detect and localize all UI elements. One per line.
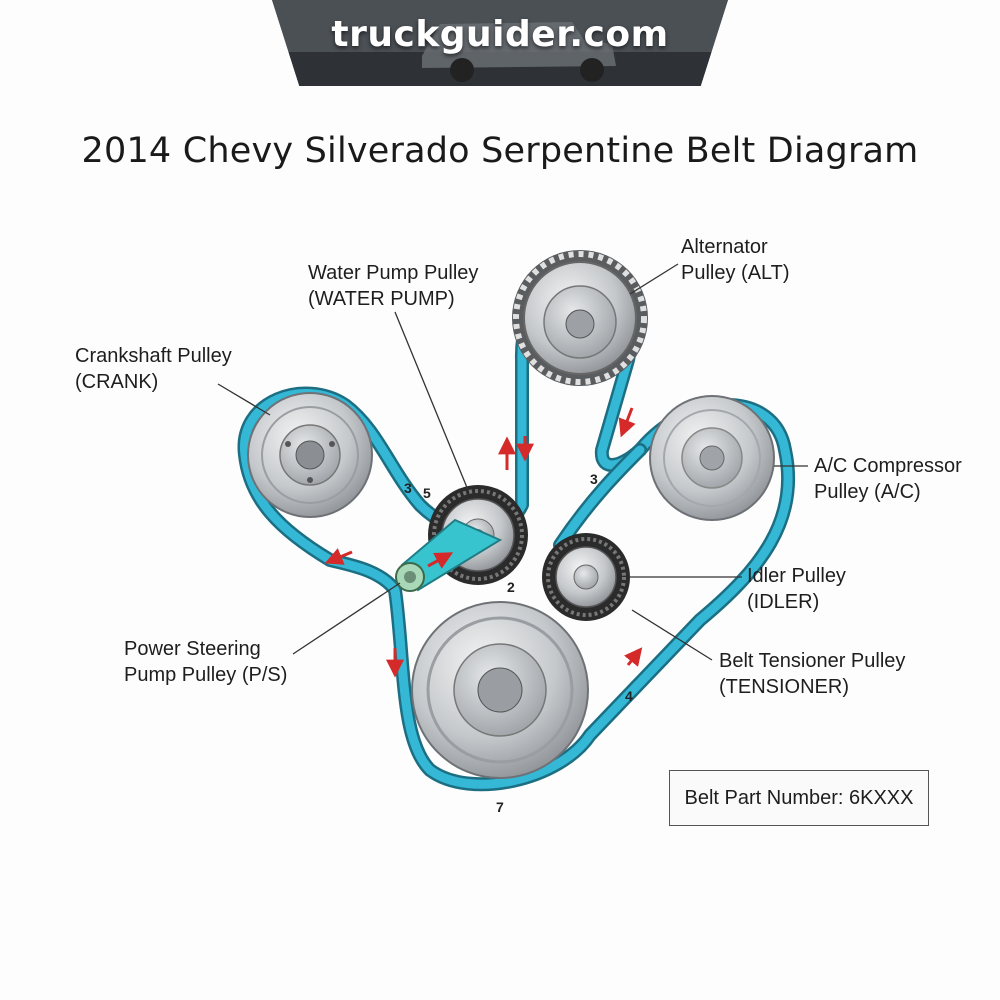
leader-lines (217, 263, 808, 661)
idler-pulley (542, 533, 630, 621)
ac-compressor-label: A/C Compressor Pulley (A/C) (814, 455, 967, 503)
arrow-down (618, 407, 636, 438)
power-steering-label: Power Steering Pump Pulley (P/S) (124, 638, 287, 686)
site-banner: truckguider.com (272, 0, 728, 86)
tensioner-pulley (411, 601, 589, 779)
diagram-title: 2014 Chevy Silverado Serpentine Belt Dia… (81, 131, 919, 171)
belt-direction-arrows (324, 407, 643, 678)
arrow-right (427, 552, 454, 569)
water-pump-label: Water Pump Pulley (WATER PUMP) (308, 262, 484, 310)
idler-label: Idler Pulley (IDLER) (747, 565, 852, 613)
belt-number: 7 (496, 799, 504, 815)
alternator-pulley (512, 250, 648, 386)
belt-number: 3 (590, 471, 598, 487)
crankshaft-pulley (247, 392, 373, 518)
belt-number: 3 (404, 480, 412, 496)
belt-number: 2 (507, 579, 515, 595)
belt-number: 4 (625, 688, 633, 704)
crankshaft-label: Crankshaft Pulley (CRANK) (75, 345, 237, 393)
belt-number: 5 (423, 485, 431, 501)
tensioner-label: Belt Tensioner Pulley (TENSIONER) (719, 650, 911, 698)
truck-silhouette-image (272, 0, 728, 86)
belt-part-number-box: Belt Part Number: 6KXXX (669, 770, 929, 826)
ac-compressor-pulley (649, 395, 775, 521)
arrow-left (324, 548, 353, 565)
arrow-up (623, 647, 643, 667)
site-name: truckguider.com (331, 14, 669, 55)
alternator-label: Alternator Pulley (ALT) (681, 236, 790, 284)
